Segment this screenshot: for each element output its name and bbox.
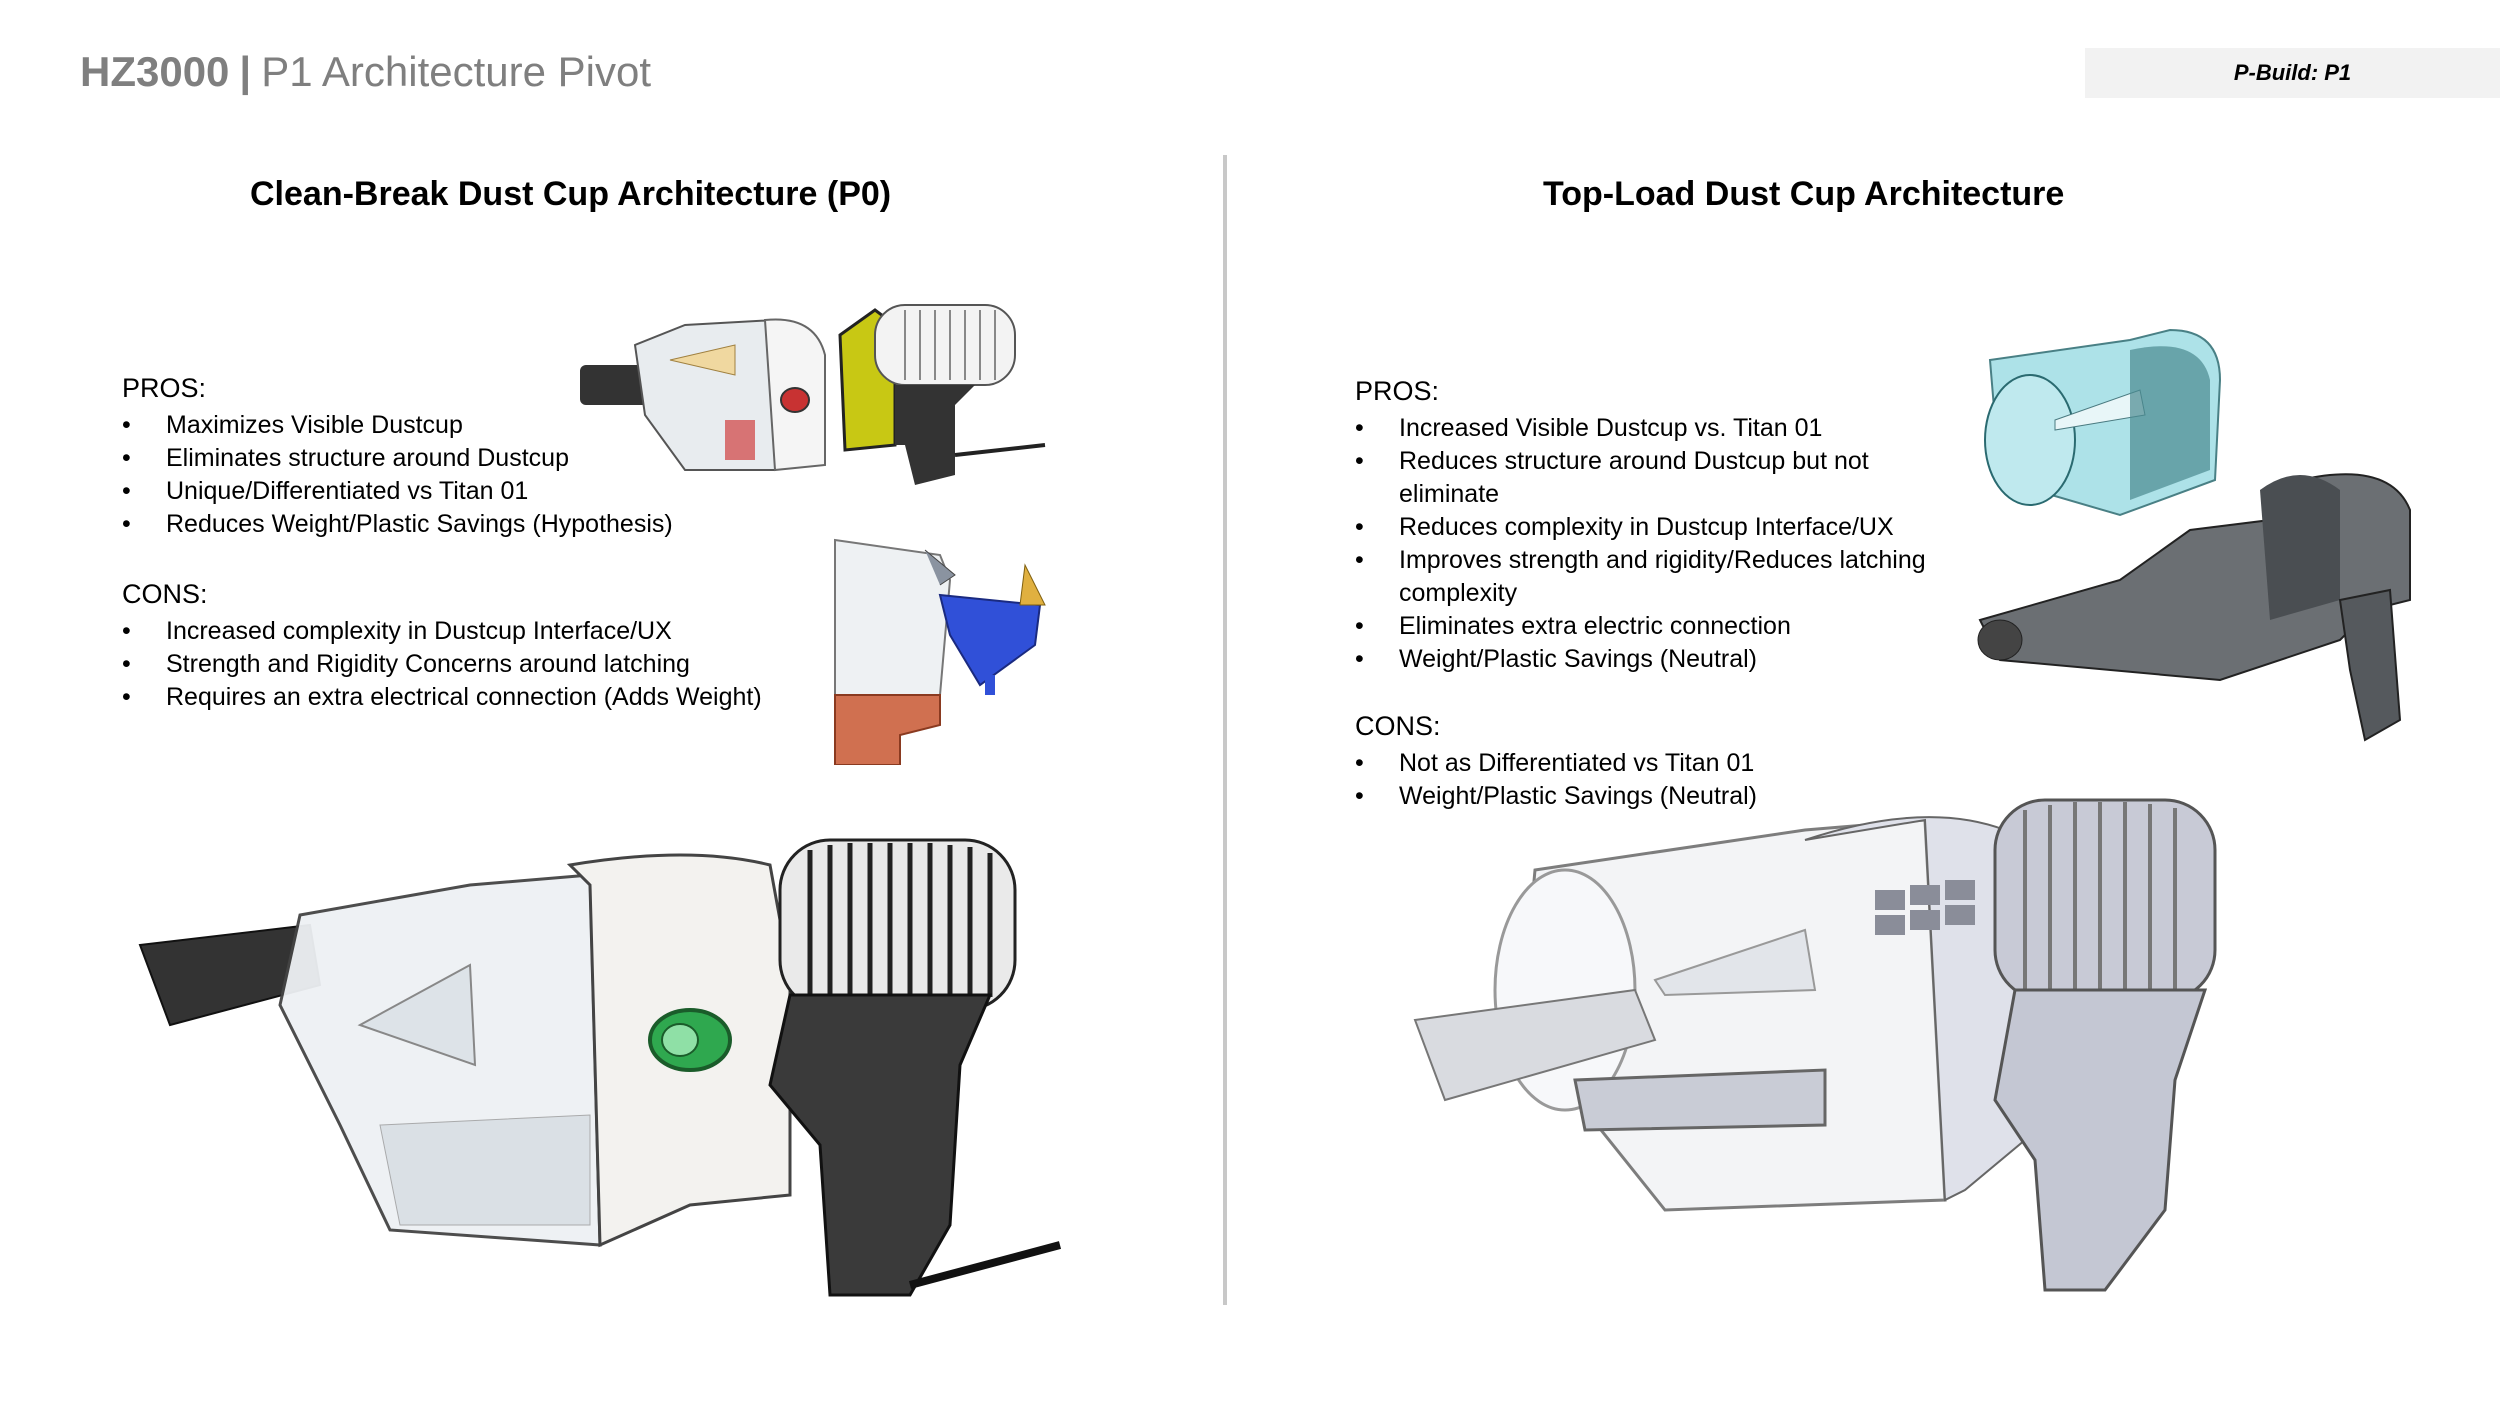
list-item: Reduces structure around Dustcup but not… xyxy=(1355,445,1955,511)
right-cons: CONS: Not as Differentiated vs Titan 01 … xyxy=(1355,710,1955,813)
list-item: Weight/Plastic Savings (Neutral) xyxy=(1355,780,1955,813)
left-cons: CONS: Increased complexity in Dustcup In… xyxy=(122,578,842,714)
product-code: HZ3000 xyxy=(80,48,230,95)
right-pros: PROS: Increased Visible Dustcup vs. Tita… xyxy=(1355,375,1955,676)
slide-title: HZ3000|P1 Architecture Pivot xyxy=(80,48,651,96)
left-pros-label: PROS: xyxy=(122,373,207,403)
dustcup-latch-detail-icon xyxy=(834,538,1046,765)
list-item: Increased complexity in Dustcup Interfac… xyxy=(122,615,842,648)
right-pros-label: PROS: xyxy=(1355,376,1440,406)
list-item: Weight/Plastic Savings (Neutral) xyxy=(1355,643,1955,676)
list-item: Eliminates structure around Dustcup xyxy=(122,442,802,475)
vacuum-exploded-clean-break-icon xyxy=(580,304,1046,485)
title-subtitle: P1 Architecture Pivot xyxy=(261,48,652,95)
right-cons-label: CONS: xyxy=(1355,711,1441,741)
vacuum-exploded-top-load-icon xyxy=(1977,328,2411,742)
list-item: Requires an extra electrical connection … xyxy=(122,681,842,714)
title-separator: | xyxy=(239,48,252,95)
list-item: Improves strength and rigidity/Reduces l… xyxy=(1355,544,1955,610)
list-item: Increased Visible Dustcup vs. Titan 01 xyxy=(1355,412,1955,445)
list-item: Not as Differentiated vs Titan 01 xyxy=(1355,747,1955,780)
list-item: Maximizes Visible Dustcup xyxy=(122,409,802,442)
list-item: Reduces complexity in Dustcup Interface/… xyxy=(1355,511,1955,544)
left-cons-label: CONS: xyxy=(122,579,208,609)
right-heading: Top-Load Dust Cup Architecture xyxy=(1543,175,2065,213)
vacuum-top-load-render-icon xyxy=(1413,798,2217,1292)
column-divider xyxy=(1223,155,1227,1305)
left-pros: PROS: Maximizes Visible Dustcup Eliminat… xyxy=(122,372,802,541)
list-item: Eliminates extra electric connection xyxy=(1355,610,1955,643)
left-heading: Clean-Break Dust Cup Architecture (P0) xyxy=(250,175,892,213)
build-tag: P-Build: P1 xyxy=(2085,48,2500,98)
list-item: Unique/Differentiated vs Titan 01 xyxy=(122,475,802,508)
vacuum-clean-break-render-icon xyxy=(138,838,1062,1297)
list-item: Strength and Rigidity Concerns around la… xyxy=(122,648,842,681)
list-item: Reduces Weight/Plastic Savings (Hypothes… xyxy=(122,508,802,541)
